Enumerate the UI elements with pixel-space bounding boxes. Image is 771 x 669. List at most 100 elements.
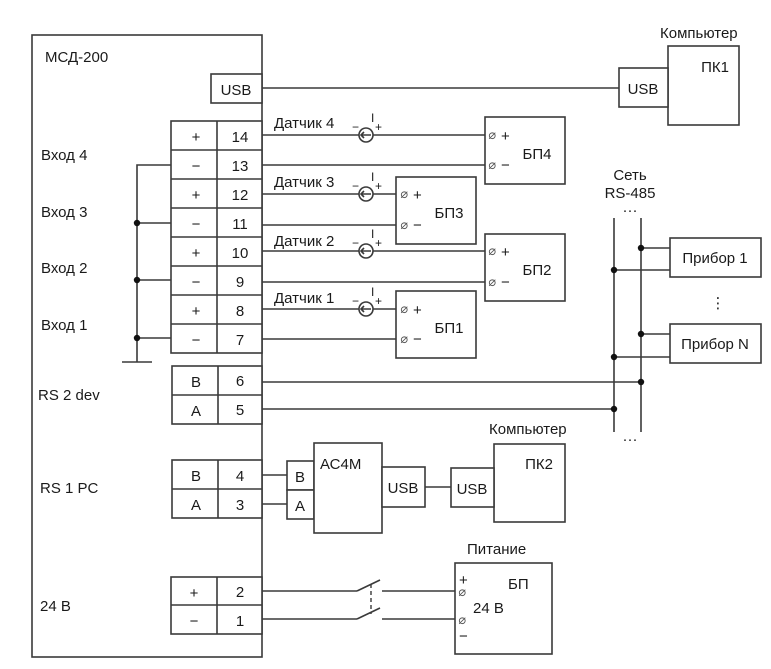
psu-2-label: БП2 <box>523 262 552 279</box>
current-source-icon <box>358 243 374 259</box>
input-1-label: Вход 1 <box>41 317 87 334</box>
rs1-a-label: A <box>191 497 201 514</box>
psu-4-minus: − <box>501 157 510 174</box>
sensor-2-current: I <box>371 227 374 241</box>
psu-4-label: БП4 <box>523 146 552 163</box>
svg-text:⌀: ⌀ <box>400 217 408 232</box>
pin-5: 5 <box>236 402 244 419</box>
svg-text:⌀: ⌀ <box>488 274 496 289</box>
converter-b-label: B <box>295 469 305 486</box>
sensor-2-label: Датчик 2 <box>274 233 334 250</box>
converter-a-port <box>286 489 315 520</box>
sensor-2-plus: + <box>375 236 382 250</box>
psu-4-plus: + <box>501 128 510 145</box>
converter-a-label: A <box>295 498 305 515</box>
power-supply-box <box>454 562 553 655</box>
network-caption-1: Сеть <box>613 167 647 184</box>
instruments-vertical-ellipsis: ⋮ <box>711 295 726 312</box>
svg-text:⌀: ⌀ <box>400 301 408 316</box>
network-caption-2: RS-485 <box>605 185 656 202</box>
pc2-usb-port <box>450 467 495 508</box>
svg-text:⌀: ⌀ <box>488 243 496 258</box>
svg-text:⌀: ⌀ <box>488 127 496 142</box>
rs2-label: RS 2 dev <box>38 387 100 404</box>
current-source-icon <box>358 301 374 317</box>
converter-name: АС4М <box>320 456 361 473</box>
device-usb-port <box>210 73 263 104</box>
converter-box <box>313 442 383 534</box>
converter-usb-label: USB <box>388 480 419 497</box>
instrument-1-box <box>669 237 762 278</box>
input-2-label: Вход 2 <box>41 260 87 277</box>
pin-7: 7 <box>236 332 244 349</box>
psu-3-box <box>395 176 477 245</box>
psu-3-minus: − <box>413 217 422 234</box>
input-terminal-block <box>170 120 263 354</box>
pin-9-sign: − <box>192 274 201 291</box>
psu-3-plus: + <box>413 187 422 204</box>
sensor-2-minus: − <box>352 236 359 250</box>
pin-1-sign: − <box>190 613 199 630</box>
psu-2-minus: − <box>501 274 510 291</box>
converter-usb-port <box>381 466 426 508</box>
psu-2-box <box>484 233 566 302</box>
psu-3-label: БП3 <box>435 205 464 222</box>
sensor-1-minus: − <box>352 294 359 308</box>
pc1-caption: Компьютер <box>660 25 738 42</box>
current-source-icon <box>358 127 374 143</box>
rs1-label: RS 1 PC <box>40 480 99 497</box>
input-3-label: Вход 3 <box>41 204 87 221</box>
device-usb-label: USB <box>221 82 252 99</box>
psu-1-minus: − <box>413 331 422 348</box>
power-label: 24 В <box>40 598 71 615</box>
sensor-3-label: Датчик 3 <box>274 174 334 191</box>
pin-10-sign: + <box>192 245 201 262</box>
device-title: МСД-200 <box>45 49 108 66</box>
common-ground-bus <box>122 164 171 363</box>
pin-9: 9 <box>236 274 244 291</box>
sensor-1-label: Датчик 1 <box>274 290 334 307</box>
instrument-n-name: Прибор N <box>681 336 749 353</box>
pin-13: 13 <box>232 158 249 175</box>
sensor-4-current: I <box>371 111 374 125</box>
pc1-box <box>667 45 740 126</box>
instrument-n-box <box>669 323 762 364</box>
network-ellipsis-bottom: ··· <box>623 431 638 448</box>
pin-12-sign: + <box>192 187 201 204</box>
power-switch-icon <box>262 579 459 620</box>
sensor-1-current: I <box>371 285 374 299</box>
pin-4: 4 <box>236 468 244 485</box>
pin-7-sign: − <box>192 332 201 349</box>
pin-8: 8 <box>236 303 244 320</box>
svg-text:⌀: ⌀ <box>488 157 496 172</box>
sensor-4-plus: + <box>375 120 382 134</box>
sensor-3-minus: − <box>352 179 359 193</box>
svg-text:⌀: ⌀ <box>458 612 466 627</box>
svg-text:⌀: ⌀ <box>458 584 466 599</box>
input-4-label: Вход 4 <box>41 147 87 164</box>
pc2-box <box>493 443 566 523</box>
pc2-name: ПК2 <box>525 456 553 473</box>
svg-text:⌀: ⌀ <box>400 331 408 346</box>
pin-10: 10 <box>232 245 249 262</box>
pc2-usb-label: USB <box>457 481 488 498</box>
power-supply-caption: Питание <box>467 541 526 558</box>
pin-2: 2 <box>236 584 244 601</box>
svg-text:⌀: ⌀ <box>400 186 408 201</box>
power-supply-name: БП <box>508 576 529 593</box>
current-source-icon <box>358 186 374 202</box>
pin-8-sign: + <box>192 303 201 320</box>
sensor-3-current: I <box>371 170 374 184</box>
pin-1: 1 <box>236 613 244 630</box>
power-supply-voltage: 24 В <box>473 600 504 617</box>
pin-12: 12 <box>232 187 249 204</box>
sensor-4-minus: − <box>352 120 359 134</box>
pin-14-sign: + <box>192 129 201 146</box>
rs2-a-label: A <box>191 403 201 420</box>
pc1-name: ПК1 <box>701 59 729 76</box>
sensor-3-plus: + <box>375 179 382 193</box>
pc2-caption: Компьютер <box>489 421 567 438</box>
power-supply-plus: + <box>459 572 468 589</box>
pc1-usb-port <box>618 67 669 108</box>
